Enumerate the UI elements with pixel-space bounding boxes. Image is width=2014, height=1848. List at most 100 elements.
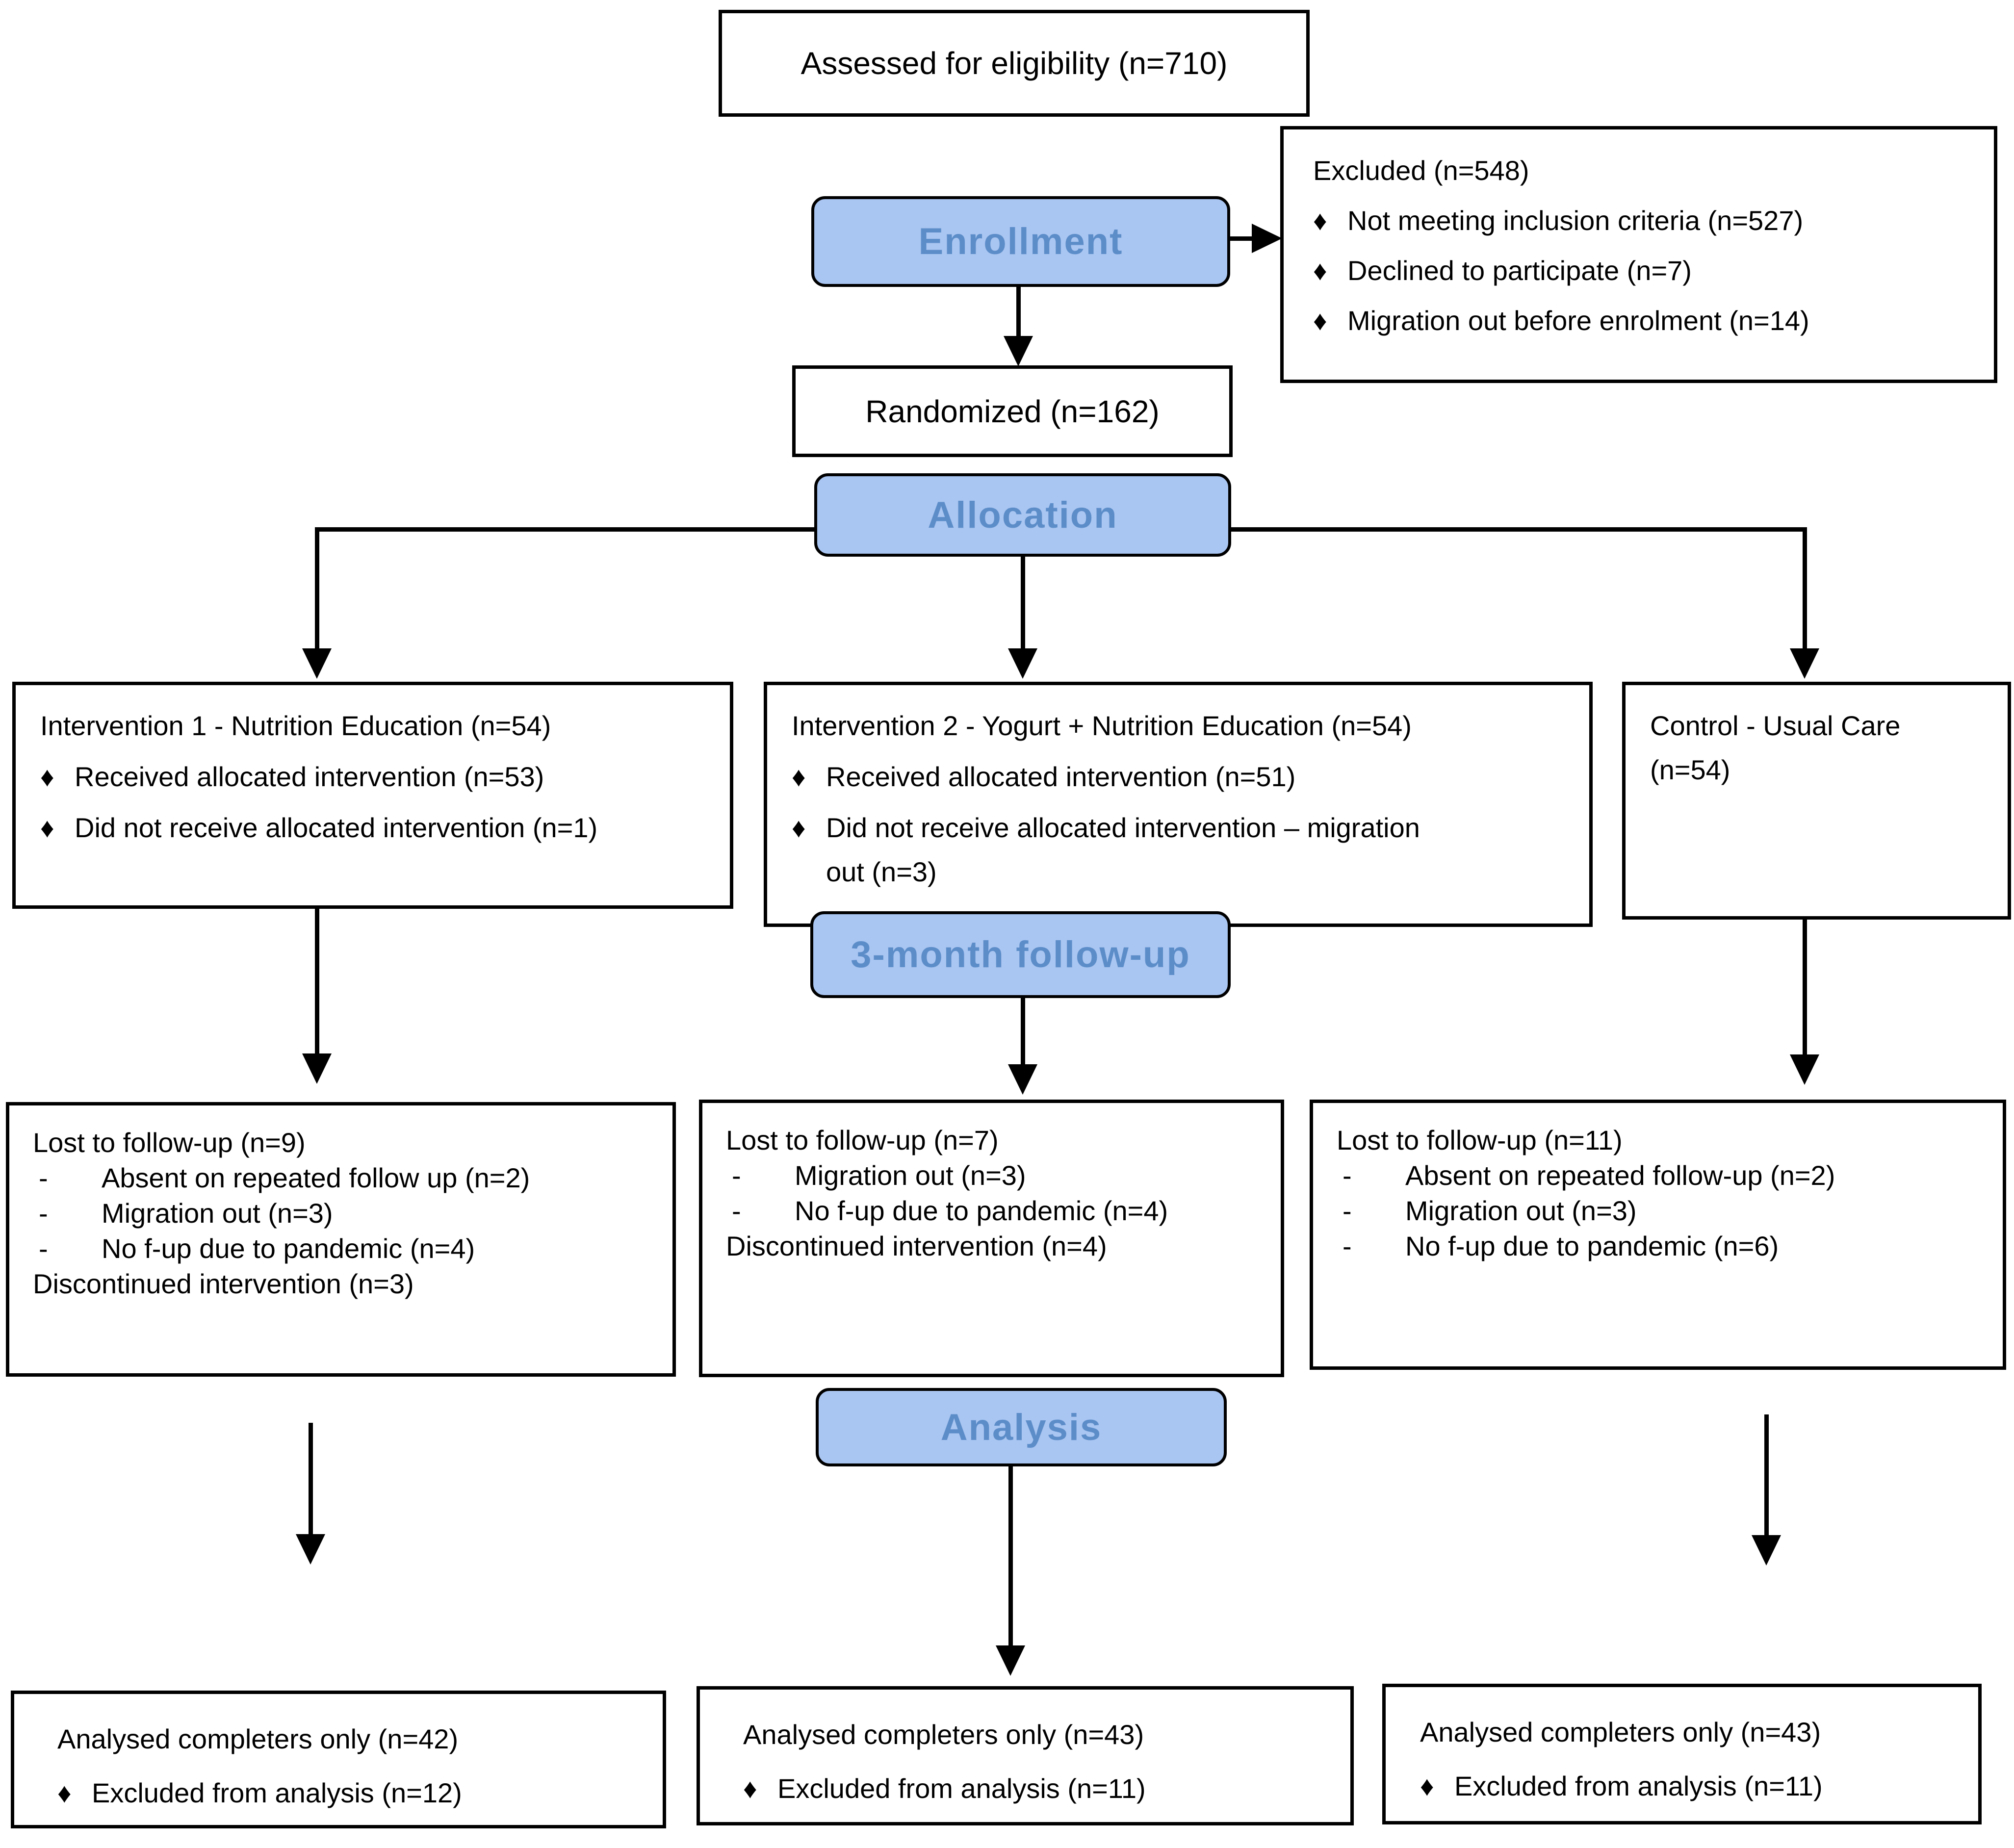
diamond-bullet-icon: ♦ xyxy=(40,812,54,843)
dash-text: No f-up due to pandemic (n=4) xyxy=(795,1195,1168,1226)
box-analysed-right: Analysed completers only (n=43) ♦ Exclud… xyxy=(1382,1684,1982,1824)
bullet-text: Excluded from analysis (n=11) xyxy=(1454,1771,1823,1801)
dash-item: - No f-up due to pandemic (n=4) xyxy=(726,1193,1257,1229)
arrowhead-down-icon xyxy=(302,648,332,679)
line xyxy=(1226,236,1255,241)
arrowhead-down-icon xyxy=(996,1645,1025,1676)
diamond-bullet-icon: ♦ xyxy=(1313,205,1327,236)
box-title: Control - Usual Care (n=54) xyxy=(1650,710,1901,785)
dash-item: - Absent on repeated follow-up (n=2) xyxy=(1337,1158,1979,1193)
bullet-text: Not meeting inclusion criteria (n=527) xyxy=(1347,205,1804,236)
diamond-bullet-icon: ♦ xyxy=(792,761,806,792)
box-lost-followup-mid: Lost to follow-up (n=7) - Migration out … xyxy=(699,1100,1284,1377)
box-title: Excluded (n=548) xyxy=(1313,155,1529,186)
bullet-item: ♦ Did not receive allocated intervention… xyxy=(792,806,1565,894)
stage-allocation: Allocation xyxy=(814,473,1231,557)
box-title: Randomized (n=162) xyxy=(865,393,1160,429)
dash-text: Migration out (n=3) xyxy=(102,1198,333,1229)
box-excluded: Excluded (n=548) ♦ Not meeting inclusion… xyxy=(1280,126,1997,383)
arrowhead-down-icon xyxy=(1008,648,1037,679)
box-footer: Discontinued intervention (n=4) xyxy=(726,1231,1107,1261)
arrowhead-down-icon xyxy=(1004,336,1033,366)
dash-item: - Absent on repeated follow up (n=2) xyxy=(33,1160,649,1196)
bullet-item: ♦ Received allocated intervention (n=53) xyxy=(40,755,705,799)
box-analysed-mid: Analysed completers only (n=43) ♦ Exclud… xyxy=(697,1686,1354,1825)
diamond-bullet-icon: ♦ xyxy=(57,1777,72,1808)
box-lost-followup-left: Lost to follow-up (n=9) - Absent on repe… xyxy=(6,1102,676,1377)
box-title: Assessed for eligibility (n=710) xyxy=(800,46,1228,81)
line xyxy=(315,909,319,1056)
line xyxy=(1803,919,1807,1057)
stage-label: 3-month follow-up xyxy=(851,934,1190,975)
dash-item: - Migration out (n=3) xyxy=(33,1196,649,1231)
box-title: Lost to follow-up (n=11) xyxy=(1337,1125,1623,1155)
line xyxy=(1016,287,1021,338)
bullet-text: Received allocated intervention (n=51) xyxy=(826,761,1296,792)
box-analysed-left: Analysed completers only (n=42) ♦ Exclud… xyxy=(11,1691,666,1828)
line xyxy=(1008,1465,1013,1648)
dash-item: - Migration out (n=3) xyxy=(1337,1193,1979,1229)
box-title: Intervention 2 - Yogurt + Nutrition Educ… xyxy=(792,710,1412,741)
bullet-text: Did not receive allocated intervention –… xyxy=(826,812,1420,887)
bullet-text: Received allocated intervention (n=53) xyxy=(75,761,544,792)
box-title: Intervention 1 - Nutrition Education (n=… xyxy=(40,710,551,741)
dash-item: - No f-up due to pandemic (n=6) xyxy=(1337,1229,1979,1264)
dash-text: No f-up due to pandemic (n=6) xyxy=(1405,1231,1779,1261)
box-lost-followup-right: Lost to follow-up (n=11) - Absent on rep… xyxy=(1310,1100,2006,1370)
line xyxy=(309,1423,313,1537)
bullet-item: ♦ Not meeting inclusion criteria (n=527) xyxy=(1313,199,1964,242)
bullet-text: Migration out before enrolment (n=14) xyxy=(1347,305,1809,336)
bullet-item: ♦ Migration out before enrolment (n=14) xyxy=(1313,299,1964,342)
line xyxy=(1021,997,1025,1067)
box-title: Lost to follow-up (n=7) xyxy=(726,1125,999,1155)
arrowhead-down-icon xyxy=(302,1053,332,1084)
box-intervention2: Intervention 2 - Yogurt + Nutrition Educ… xyxy=(764,682,1593,927)
dash-bullet-icon: - xyxy=(1343,1231,1352,1261)
stage-label: Enrollment xyxy=(918,221,1123,262)
arrowhead-down-icon xyxy=(1008,1064,1037,1095)
line xyxy=(315,527,319,651)
stage-label: Allocation xyxy=(928,494,1118,536)
box-title: Analysed completers only (n=43) xyxy=(1420,1717,1821,1747)
dash-item: - No f-up due to pandemic (n=4) xyxy=(33,1231,649,1266)
diamond-bullet-icon: ♦ xyxy=(1313,255,1327,286)
bullet-text: Excluded from analysis (n=11) xyxy=(777,1773,1146,1804)
dash-bullet-icon: - xyxy=(732,1195,741,1226)
line xyxy=(1803,527,1807,651)
stage-enrollment: Enrollment xyxy=(811,196,1230,287)
arrowhead-down-icon xyxy=(1790,1054,1819,1085)
dash-bullet-icon: - xyxy=(39,1233,48,1264)
line xyxy=(1021,557,1025,651)
dash-bullet-icon: - xyxy=(1343,1195,1352,1226)
box-intervention1: Intervention 1 - Nutrition Education (n=… xyxy=(12,682,733,909)
dash-text: Migration out (n=3) xyxy=(1405,1195,1637,1226)
dash-bullet-icon: - xyxy=(732,1160,741,1191)
diamond-bullet-icon: ♦ xyxy=(792,812,806,843)
stage-analysis: Analysis xyxy=(816,1388,1227,1466)
stage-label: Analysis xyxy=(940,1406,1102,1448)
box-title: Lost to follow-up (n=9) xyxy=(33,1127,306,1158)
diamond-bullet-icon: ♦ xyxy=(1420,1771,1434,1801)
bullet-item: ♦ Excluded from analysis (n=11) xyxy=(1420,1763,1944,1810)
diamond-bullet-icon: ♦ xyxy=(40,761,54,792)
box-control: Control - Usual Care (n=54) xyxy=(1622,682,2011,920)
diamond-bullet-icon: ♦ xyxy=(743,1773,757,1804)
box-assessed-eligibility: Assessed for eligibility (n=710) xyxy=(719,10,1310,117)
bullet-item: ♦ Received allocated intervention (n=51) xyxy=(792,755,1565,799)
dash-text: Absent on repeated follow-up (n=2) xyxy=(1405,1160,1835,1191)
bullet-item: ♦ Excluded from analysis (n=12) xyxy=(57,1770,620,1817)
diamond-bullet-icon: ♦ xyxy=(1313,305,1327,336)
dash-bullet-icon: - xyxy=(39,1198,48,1229)
arrowhead-down-icon xyxy=(1790,648,1819,679)
box-footer: Discontinued intervention (n=3) xyxy=(33,1268,414,1299)
dash-text: Migration out (n=3) xyxy=(795,1160,1026,1191)
bullet-text: Declined to participate (n=7) xyxy=(1347,255,1692,286)
bullet-text: Did not receive allocated intervention (… xyxy=(75,812,598,843)
dash-bullet-icon: - xyxy=(39,1162,48,1193)
box-title: Analysed completers only (n=42) xyxy=(57,1723,459,1754)
stage-3-month-follow-up: 3-month follow-up xyxy=(810,911,1231,998)
bullet-text: Excluded from analysis (n=12) xyxy=(92,1777,462,1808)
dash-text: No f-up due to pandemic (n=4) xyxy=(102,1233,475,1264)
bullet-item: ♦ Declined to participate (n=7) xyxy=(1313,249,1964,292)
